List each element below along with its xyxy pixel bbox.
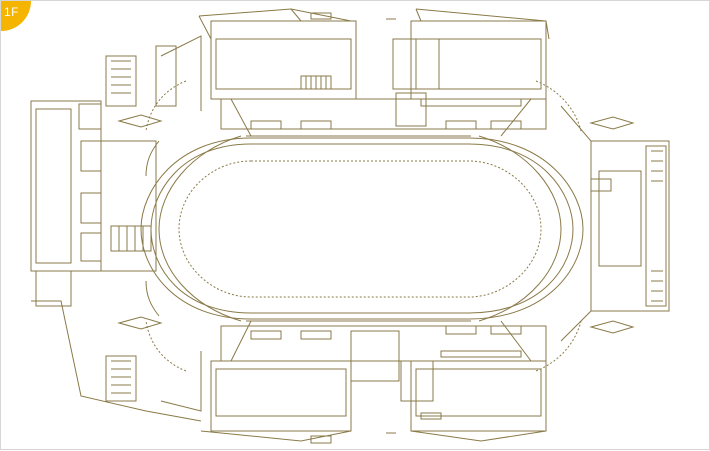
east-annex-inner [645, 145, 667, 307]
south-stand [210, 360, 352, 432]
west-tower-d [80, 232, 102, 262]
east-annex [590, 140, 670, 312]
north-stand [210, 20, 357, 100]
west-tower-a [78, 103, 102, 130]
west-stair-north [105, 55, 137, 107]
north-roof-east [415, 8, 547, 22]
south-core-b [400, 360, 434, 402]
east-diamond-north [589, 116, 635, 130]
north-rail [420, 98, 522, 107]
south-core-a [350, 330, 400, 382]
arena-field-inner-2 [150, 143, 574, 314]
west-tower-c [80, 192, 102, 224]
south-roof-west [200, 430, 352, 442]
north-stand-east [410, 20, 547, 100]
east-diamond-south [589, 320, 635, 334]
north-concourse [220, 98, 547, 130]
arena-inner-field [178, 160, 542, 298]
west-lobby [100, 140, 157, 272]
arena-field-inner [140, 137, 584, 320]
south-roof-east [410, 430, 547, 442]
floor-label: 1F [4, 5, 20, 19]
floor-badge-shape [1, 1, 31, 31]
west-stair-south [105, 355, 137, 402]
north-stand-inner-east [415, 38, 542, 90]
south-concourse [220, 325, 547, 362]
floor-badge: 1F [1, 1, 31, 31]
west-entrance [31, 300, 202, 422]
west-tower-b [80, 140, 102, 172]
west-diamond-north [117, 114, 163, 128]
west-annex-inner [35, 108, 72, 264]
south-stand-east [410, 360, 547, 432]
east-office [598, 170, 642, 267]
east-stand-south [560, 276, 592, 342]
north-core-a [392, 38, 440, 90]
east-stand-north [560, 105, 592, 176]
south-stand-inner [215, 368, 347, 417]
arena-seating-west [158, 135, 242, 322]
north-stand-inner [215, 38, 352, 90]
south-stand-inner-east [415, 368, 542, 417]
west-diamond-south [117, 316, 163, 330]
north-core-b [395, 92, 427, 127]
arena-seating-east [478, 135, 562, 322]
west-elevators [110, 225, 152, 252]
west-annex [30, 100, 102, 272]
